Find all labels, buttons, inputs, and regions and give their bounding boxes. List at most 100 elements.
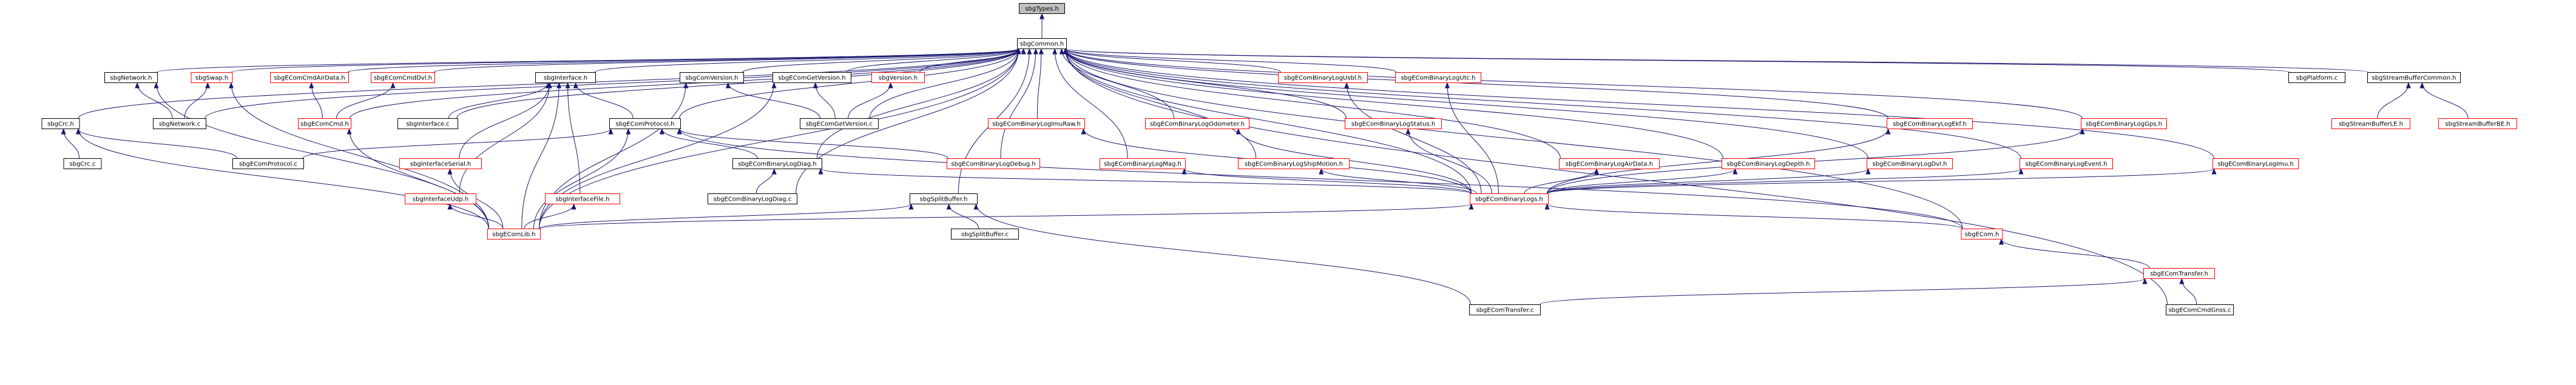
node-box <box>1100 158 1186 169</box>
node-label: sbgEComLib.h <box>492 232 535 238</box>
node-sbg-ecom-cmd-dvl-h[interactable]: sbgEComCmdDvl.h <box>371 72 435 83</box>
node-sbg-ecom-binary-log-depth-h[interactable]: sbgEComBinaryLogDepth.h <box>1722 158 1815 169</box>
edge-sbg-ecom-binary-log-gps-h-to-sbg-common-h <box>1063 48 2083 119</box>
node-sbg-ecom-protocol-c[interactable]: sbgEComProtocol.c <box>232 158 304 169</box>
edge-sbg-ecom-transfer-h-to-sbg-ecom-h <box>1999 238 2150 269</box>
node-sbg-ecom-binary-log-mag-h[interactable]: sbgEComBinaryLogMag.h <box>1100 158 1186 169</box>
edge-sbg-platform-c-to-sbg-common-h <box>1063 48 2290 73</box>
node-label: sbgVersion.h <box>879 75 918 82</box>
node-sbg-ecom-binary-log-odometer-h[interactable]: sbgEComBinaryLogOdometer.h <box>1145 118 1249 129</box>
node-sbg-common-h[interactable]: sbgCommon.h <box>1017 38 1067 49</box>
node-box <box>1961 229 2003 239</box>
node-sbg-ecom-cmd-h[interactable]: sbgEComCmd.h <box>298 118 351 129</box>
node-sbg-ecom-get-version-h[interactable]: sbgEComGetVersion.h <box>772 72 851 83</box>
node-sbg-split-buffer-h[interactable]: sbgSplitBuffer.h <box>910 193 978 204</box>
node-label: sbgEComBinaryLogStatus.h <box>1351 121 1435 128</box>
node-label: sbgEComCmdAirData.h <box>274 75 345 82</box>
node-sbg-interface-serial-h[interactable]: sbgInterfaceSerial.h <box>399 158 482 169</box>
node-sbg-stream-buffer-le-h[interactable]: sbgStreamBufferLE.h <box>2331 118 2410 129</box>
edge-sbg-interface-c-to-sbg-interface-h <box>448 82 551 119</box>
node-sbg-platform-c[interactable]: sbgPlatform.c <box>2288 72 2345 83</box>
node-sbg-interface-c[interactable]: sbgInterface.c <box>397 118 458 129</box>
node-sbg-stream-buffer-common-h[interactable]: sbgStreamBufferCommon.h <box>2367 72 2461 83</box>
node-label: sbgEComBinaryLogEvent.h <box>2025 161 2107 168</box>
edge-sbg-interface-c-to-sbg-common-h <box>456 48 1021 119</box>
node-box <box>910 193 978 204</box>
edge-sbg-crc-h-to-sbg-common-h <box>78 48 1021 119</box>
node-label: sbgEComProtocol.h <box>616 121 675 128</box>
node-sbg-network-h[interactable]: sbgNetwork.h <box>104 72 158 83</box>
node-box <box>988 118 1085 129</box>
node-box <box>1238 158 1350 169</box>
node-sbg-interface-h[interactable]: sbgInterface.h <box>535 72 596 83</box>
edge-sbg-ecom-binary-logs-h-to-sbg-ecom-binary-log-status-h <box>1405 128 1492 194</box>
node-sbg-ecom-transfer-c[interactable]: sbgEComTransfer.c <box>1469 304 1541 315</box>
node-sbg-com-version-h[interactable]: sbgComVersion.h <box>680 72 744 83</box>
node-sbg-split-buffer-c[interactable]: sbgSplitBuffer.c <box>951 229 1019 239</box>
edge-sbg-network-c-to-sbg-network-h <box>135 82 173 119</box>
edge-sbg-network-c-to-sbg-common-h <box>205 48 1021 119</box>
node-sbg-ecom-get-version-c[interactable]: sbgEComGetVersion.c <box>800 118 879 129</box>
edge-sbg-ecom-get-version-c-to-sbg-common-h <box>869 48 1021 119</box>
node-sbg-ecom-binary-logs-h[interactable]: sbgEComBinaryLogs.h <box>1470 193 1549 204</box>
node-sbg-ecom-protocol-h[interactable]: sbgEComProtocol.h <box>609 118 681 129</box>
node-sbg-network-c[interactable]: sbgNetwork.c <box>153 118 206 129</box>
edge-sbg-interface-serial-h-to-sbg-interface-h <box>459 82 552 159</box>
node-label: sbgCommon.h <box>1020 41 1064 48</box>
node-box <box>1722 158 1815 169</box>
node-sbg-ecom-binary-log-imu-raw-h[interactable]: sbgEComBinaryLogImuRaw.h <box>988 118 1085 129</box>
edge-sbg-ecom-cmd-h-to-sbg-ecom-cmd-dvl-h <box>336 82 396 119</box>
node-box <box>63 158 102 169</box>
node-sbg-ecom-binary-log-debug-h[interactable]: sbgEComBinaryLogDebug.h <box>947 158 1040 169</box>
node-label: sbgEComBinaryLogDebug.h <box>951 161 1035 168</box>
node-sbg-ecom-binary-log-usbl-h[interactable]: sbgEComBinaryLogUsbl.h <box>1278 72 1368 83</box>
node-label: sbgEComCmd.h <box>300 121 349 128</box>
node-box <box>871 72 925 83</box>
node-box <box>397 118 458 129</box>
node-label: sbgEComBinaryLogDepth.h <box>1726 161 1810 168</box>
node-sbg-ecom-cmd-air-data-h[interactable]: sbgEComCmdAirData.h <box>270 72 349 83</box>
node-label: sbgStreamBufferCommon.h <box>2372 75 2456 82</box>
node-sbg-ecom-binary-log-status-h[interactable]: sbgEComBinaryLogStatus.h <box>1345 118 1442 129</box>
edge-sbg-interface-udp-h-to-sbg-interface-h <box>459 82 552 194</box>
edge-sbg-ecom-lib-h-to-sbg-ecom-binary-logs-h <box>539 203 1473 229</box>
node-sbg-version-h[interactable]: sbgVersion.h <box>871 72 925 83</box>
node-box <box>680 72 744 83</box>
node-sbg-ecom-lib-h[interactable]: sbgEComLib.h <box>487 229 541 239</box>
node-sbg-ecom-binary-log-gps-h[interactable]: sbgEComBinaryLogGps.h <box>2081 118 2167 129</box>
node-sbg-interface-file-h[interactable]: sbgInterfaceFile.h <box>545 193 620 204</box>
edge-sbg-ecom-binary-logs-h-to-sbg-common-h <box>1063 48 1472 194</box>
node-label: sbgPlatform.c <box>2296 75 2338 82</box>
node-label: sbgEComGetVersion.c <box>806 121 873 128</box>
node-sbg-ecom-binary-log-imu-h[interactable]: sbgEComBinaryLogImu.h <box>2213 158 2299 169</box>
node-sbg-ecom-binary-log-diag-h[interactable]: sbgEComBinaryLogDiag.h <box>732 158 822 169</box>
node-sbg-interface-udp-h[interactable]: sbgInterfaceUdp.h <box>405 193 476 204</box>
node-sbg-ecom-cmd-gnss-c[interactable]: sbgEComCmdGnss.c <box>2166 304 2234 315</box>
edge-sbg-ecom-binary-log-usbl-h-to-sbg-common-h <box>1063 48 1282 73</box>
node-box <box>951 229 1019 239</box>
node-sbg-ecom-binary-log-ekf-h[interactable]: sbgEComBinaryLogEkf.h <box>1887 118 1973 129</box>
node-sbg-ecom-binary-log-utc-h[interactable]: sbgEComBinaryLogUtc.h <box>1395 72 1481 83</box>
edge-sbg-split-buffer-c-to-sbg-split-buffer-h <box>946 203 979 229</box>
node-box <box>2438 118 2517 129</box>
node-sbg-crc-h[interactable]: sbgCrc.h <box>41 118 80 129</box>
node-sbg-crc-c[interactable]: sbgCrc.c <box>63 158 102 169</box>
node-label: sbgEComBinaryLogDiag.h <box>738 161 817 168</box>
node-sbg-ecom-transfer-h[interactable]: sbgEComTransfer.h <box>2143 268 2215 279</box>
node-sbg-ecom-binary-log-diag-c[interactable]: sbgEComBinaryLogDiag.c <box>708 193 797 204</box>
node-sbg-types-h[interactable]: sbgTypes.h <box>1019 3 1065 14</box>
node-sbg-ecom-binary-log-dvl-h[interactable]: sbgEComBinaryLogDvl.h <box>1867 158 1953 169</box>
node-sbg-ecom-binary-log-air-data-h[interactable]: sbgEComBinaryLogAirData.h <box>1559 158 1660 169</box>
node-label: sbgSwap.h <box>195 75 228 82</box>
edge-sbg-ecom-get-version-c-to-sbg-com-version-h <box>725 82 820 119</box>
node-sbg-swap-h[interactable]: sbgSwap.h <box>191 72 233 83</box>
node-sbg-stream-buffer-be-h[interactable]: sbgStreamBufferBE.h <box>2438 118 2517 129</box>
node-label: sbgInterface.h <box>544 75 587 82</box>
edge-sbg-ecom-lib-h-to-sbg-interface-h <box>521 82 562 229</box>
node-sbg-ecom-binary-log-ship-motion-h[interactable]: sbgEComBinaryLogShipMotion.h <box>1238 158 1350 169</box>
node-box <box>191 72 233 83</box>
node-sbg-ecom-h[interactable]: sbgECom.h <box>1961 229 2003 239</box>
node-box <box>535 72 596 83</box>
node-label: sbgSplitBuffer.h <box>919 196 967 203</box>
node-sbg-ecom-binary-log-event-h[interactable]: sbgEComBinaryLogEvent.h <box>2020 158 2113 169</box>
